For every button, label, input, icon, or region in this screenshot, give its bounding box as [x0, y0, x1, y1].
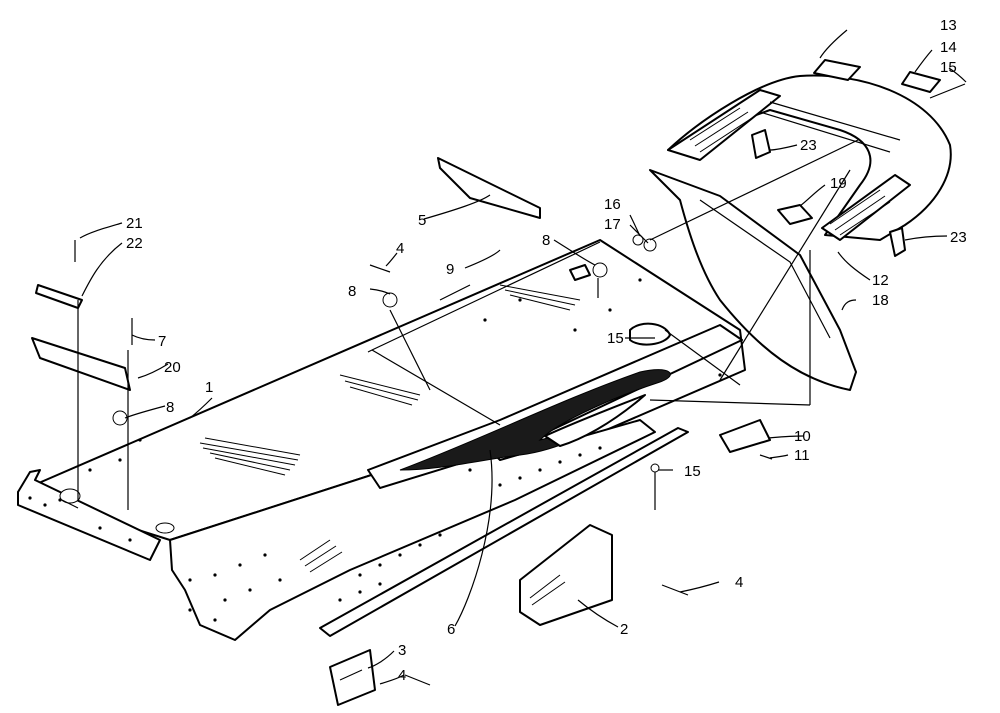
rear-bumper [667, 74, 952, 257]
callout-23a: 23 [800, 137, 817, 154]
rivet-holes [28, 278, 722, 622]
callout-21: 21 [126, 215, 143, 232]
part-20-bracket [31, 337, 131, 391]
callout-10: 10 [794, 428, 811, 445]
part-22-strip [35, 284, 83, 309]
callout-17: 17 [604, 216, 621, 233]
callout-8c: 8 [166, 399, 174, 416]
chassis-tunnel [17, 239, 746, 641]
part-2-bracket [519, 524, 613, 626]
callout-9: 9 [446, 261, 454, 278]
callout-8a: 8 [348, 283, 356, 300]
callout-11: 11 [794, 447, 810, 464]
callout-12: 12 [872, 272, 889, 289]
callout-15a: 15 [940, 59, 957, 76]
callout-5: 5 [418, 212, 426, 229]
callout-14: 14 [940, 39, 957, 56]
callout-13: 13 [940, 17, 957, 34]
callout-15c: 15 [684, 463, 701, 480]
part-19-bracket [777, 204, 813, 225]
callout-4c: 4 [398, 667, 406, 684]
callout-16: 16 [604, 196, 621, 213]
leader-lines [79, 29, 967, 685]
callout-6: 6 [447, 621, 455, 638]
part-10-pad [719, 419, 771, 453]
part-5-flap [437, 157, 541, 219]
callout-15b: 15 [607, 330, 624, 347]
part-18-rear-flap [649, 169, 857, 391]
callout-18: 18 [872, 292, 889, 309]
callout-23b: 23 [950, 229, 967, 246]
callout-2: 2 [620, 621, 628, 638]
callout-labels: 1 2 3 4 4 4 5 6 7 8 8 8 9 10 11 12 13 14… [126, 17, 967, 684]
part-3-plate [329, 649, 376, 706]
callout-3: 3 [398, 642, 406, 659]
callout-4b: 4 [735, 574, 743, 591]
callout-4a: 4 [396, 240, 404, 257]
part-14-decal [901, 71, 941, 93]
deck-hatching [199, 284, 581, 573]
callout-20: 20 [164, 359, 181, 376]
callout-19: 19 [830, 175, 847, 192]
callout-8b: 8 [542, 232, 550, 249]
callout-1: 1 [205, 379, 213, 396]
assembly-lines [77, 139, 859, 510]
part-13-decal [813, 59, 861, 81]
callout-7: 7 [158, 333, 166, 350]
callout-22: 22 [126, 235, 143, 252]
